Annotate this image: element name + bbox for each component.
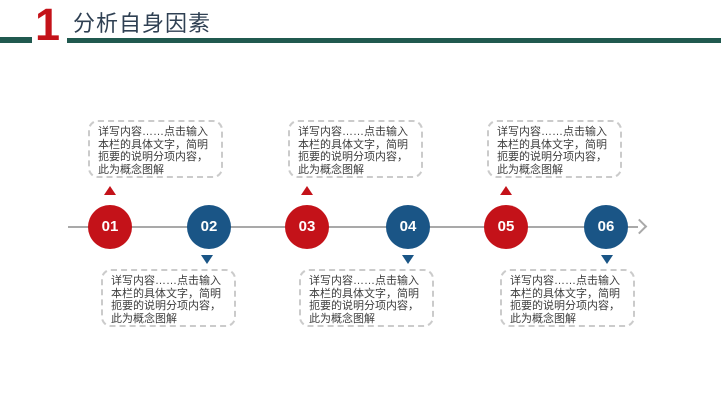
timeline-arrowhead-icon xyxy=(631,218,648,235)
callout-bottom-1[interactable]: 详写内容……点击输入本栏的具体文字，简明扼要的说明分项内容，此为概念图解 xyxy=(101,269,236,327)
up-triangle-icon xyxy=(301,186,313,195)
timeline-step-04: 04 xyxy=(386,205,430,249)
timeline-step-01: 01 xyxy=(88,205,132,249)
callout-bottom-2[interactable]: 详写内容……点击输入本栏的具体文字，简明扼要的说明分项内容，此为概念图解 xyxy=(299,269,434,327)
section-number: 1 xyxy=(35,0,61,50)
up-triangle-icon xyxy=(104,186,116,195)
timeline-step-06: 06 xyxy=(584,205,628,249)
down-triangle-icon xyxy=(402,255,414,264)
timeline-step-05: 05 xyxy=(484,205,528,249)
header-accent-dash xyxy=(0,37,32,43)
callout-top-2[interactable]: 详写内容……点击输入本栏的具体文字，简明扼要的说明分项内容，此为概念图解 xyxy=(288,120,423,178)
up-triangle-icon xyxy=(500,186,512,195)
timeline-line xyxy=(68,226,638,228)
callout-top-3[interactable]: 详写内容……点击输入本栏的具体文字，简明扼要的说明分项内容，此为概念图解 xyxy=(487,120,622,178)
page-title: 分析自身因素 xyxy=(73,11,212,36)
timeline-step-02: 02 xyxy=(187,205,231,249)
timeline-step-03: 03 xyxy=(285,205,329,249)
down-triangle-icon xyxy=(601,255,613,264)
header-divider xyxy=(67,38,721,43)
down-triangle-icon xyxy=(201,255,213,264)
callout-top-1[interactable]: 详写内容……点击输入本栏的具体文字，简明扼要的说明分项内容，此为概念图解 xyxy=(88,120,223,178)
callout-bottom-3[interactable]: 详写内容……点击输入本栏的具体文字，简明扼要的说明分项内容，此为概念图解 xyxy=(500,269,635,327)
